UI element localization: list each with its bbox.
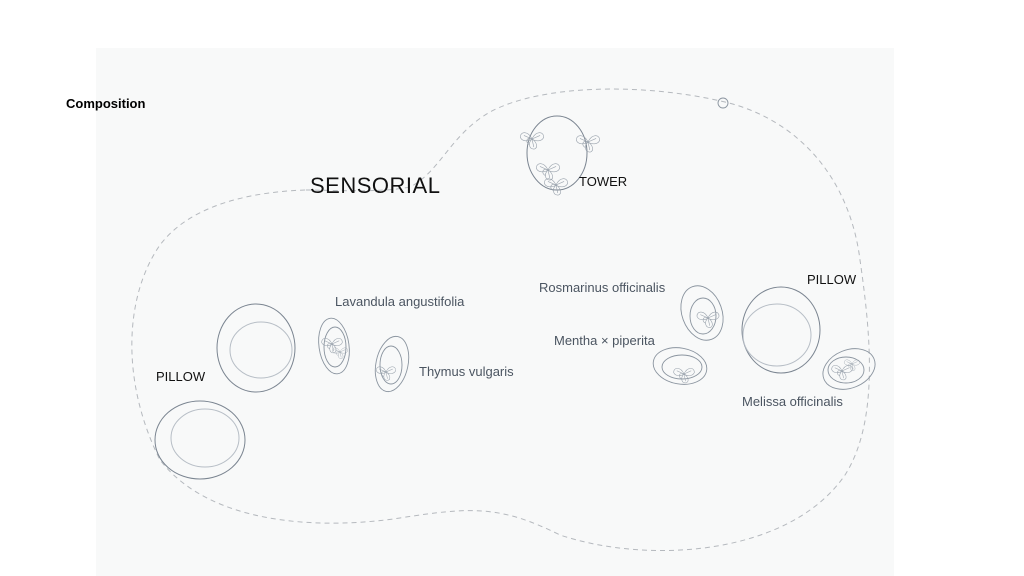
diagram-panel	[96, 48, 894, 576]
label-tower: TOWER	[579, 174, 628, 189]
pillow-right	[741, 286, 821, 374]
tower-ring	[526, 115, 588, 191]
tower-leaf-cluster	[575, 135, 601, 153]
planter-melissa	[822, 348, 876, 390]
pillow-ring-inner	[742, 303, 812, 367]
label-pillow-left: PILLOW	[156, 369, 206, 384]
tower-leaf-cluster	[519, 132, 545, 150]
label-rosmarinus: Rosmarinus officinalis	[539, 280, 666, 295]
tower-leaf-cluster	[535, 163, 561, 181]
boundary-marker	[717, 97, 729, 109]
pillow-lower-left	[154, 400, 246, 480]
pillow-ring-outer	[154, 400, 246, 480]
pillow-upper-left	[216, 303, 296, 393]
planter-rosmarinus	[680, 285, 724, 341]
diagram-title: SENSORIAL	[310, 173, 441, 198]
tower-leaf-cluster	[543, 178, 569, 196]
pillow-ring-outer	[216, 303, 296, 393]
tower-element	[519, 115, 601, 196]
section-heading: Composition	[66, 96, 146, 111]
pillow-ring-outer	[741, 286, 821, 374]
label-melissa: Melissa officinalis	[742, 394, 843, 409]
label-pillow-right: PILLOW	[807, 272, 857, 287]
label-thymus: Thymus vulgaris	[419, 364, 514, 379]
site-boundary	[131, 88, 870, 552]
planter-lavandula	[318, 317, 350, 375]
pillow-ring-inner	[229, 321, 293, 379]
pillow-ring-inner	[170, 408, 240, 468]
label-lavandula: Lavandula angustifolia	[335, 294, 465, 309]
label-mentha: Mentha × piperita	[554, 333, 655, 348]
planter-thymus	[374, 335, 410, 393]
planter-mentha	[652, 347, 708, 385]
